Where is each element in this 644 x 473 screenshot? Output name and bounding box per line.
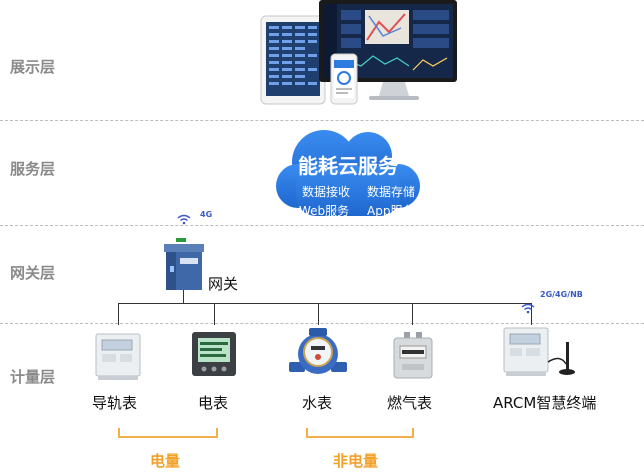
layer-label-metering: 计量层 (10, 368, 56, 386)
connector-line (318, 303, 319, 325)
device-label-rail-meter: 导轨表 (92, 394, 138, 412)
cloud-service-item: App服务 (367, 204, 415, 218)
monitor-icon (319, 0, 457, 100)
layer-label-service: 服务层 (10, 160, 56, 178)
water-meter-icon (289, 328, 347, 374)
layer-label-display: 展示层 (10, 58, 56, 76)
wifi-icon (177, 214, 191, 225)
display-devices-illustration (260, 0, 457, 105)
wifi-icon (521, 303, 535, 314)
device-label-gas-meter: 燃气表 (387, 394, 433, 412)
layer-separator (0, 225, 644, 226)
layer-label-gateway: 网关层 (10, 264, 56, 282)
bracket-electric (118, 428, 218, 438)
device-label-arcm-terminal: ARCM智慧终端 (493, 394, 597, 412)
category-label-non-electric: 非电量 (333, 452, 379, 470)
device-label-electric-meter: 电表 (198, 394, 229, 412)
arcm-terminal-icon (503, 327, 575, 376)
cloud-service-item: 数据接收 (302, 185, 351, 199)
cloud-service-item: Web服务 (299, 204, 350, 218)
gateway-signal-label: 4G (200, 210, 213, 219)
cloud-shape (276, 130, 420, 216)
bracket-non-electric (306, 428, 414, 438)
connector-line (118, 303, 119, 325)
layer-separator (0, 120, 644, 121)
arcm-signal-label: 2G/4G/NB (540, 290, 583, 299)
cloud-service-item: 数据存储 (367, 185, 416, 199)
connector-line (214, 303, 215, 325)
tablet-icon (260, 15, 326, 105)
connector-line (531, 303, 532, 325)
phone-icon (330, 53, 358, 105)
cloud-title: 能耗云服务 (298, 154, 398, 178)
gateway-device-icon (164, 238, 204, 290)
gas-meter-icon (393, 332, 433, 379)
rail-meter-icon (95, 333, 141, 380)
layer-separator (0, 323, 644, 324)
gateway-label: 网关 (208, 275, 239, 293)
category-label-electric: 电量 (150, 452, 181, 470)
connector-line (118, 303, 531, 304)
electric-meter-icon (192, 332, 236, 376)
connector-line (412, 303, 413, 325)
device-label-water-meter: 水表 (302, 394, 333, 412)
connector-line (183, 290, 184, 303)
